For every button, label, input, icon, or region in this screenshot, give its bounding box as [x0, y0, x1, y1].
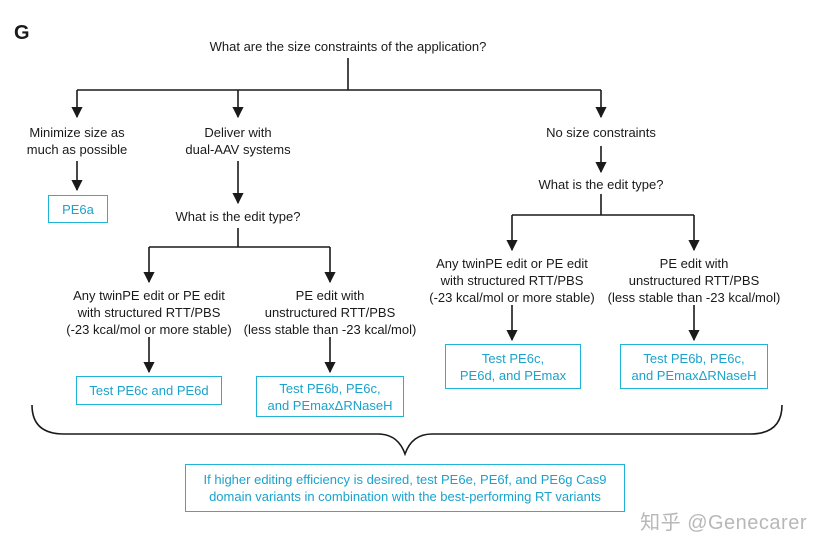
left-unstructured-option: PE edit with unstructured RTT/PBS (less …: [230, 287, 430, 338]
final-recommendation-line-1: If higher editing efficiency is desired,…: [203, 472, 607, 487]
right-structured-line-1: Any twinPE edit or PE edit: [436, 256, 588, 271]
edit-type-question-right: What is the edit type?: [538, 177, 664, 192]
result-right-structured-line-2: PE6d, and PEmax: [459, 367, 567, 383]
result-pe6a: PE6a: [48, 195, 108, 223]
result-right-structured: Test PE6c, PE6d, and PEmax: [445, 344, 581, 389]
result-right-unstructured-line-1: Test PE6b, PE6c,: [643, 350, 745, 366]
left-unstructured-line-1: PE edit with: [295, 288, 365, 303]
right-structured-line-3: (-23 kcal/mol or more stable): [429, 290, 595, 305]
dual-aav-line-1: Deliver with: [204, 125, 272, 140]
size-constraints-question: What are the size constraints of the app…: [209, 39, 487, 54]
panel-label: G: [14, 22, 30, 44]
result-left-unstructured-line-1: Test PE6b, PE6c,: [279, 380, 381, 396]
right-unstructured-line-2: unstructured RTT/PBS: [628, 273, 760, 288]
summary-brace: [31, 404, 783, 457]
result-right-structured-line-1: Test PE6c,: [481, 350, 545, 366]
right-structured-line-2: with structured RTT/PBS: [440, 273, 584, 288]
no-size-constraints-option: No size constraints: [546, 125, 656, 140]
left-structured-line-3: (-23 kcal/mol or more stable): [66, 322, 232, 337]
left-unstructured-line-2: unstructured RTT/PBS: [264, 305, 396, 320]
result-left-structured: Test PE6c and PE6d: [76, 376, 222, 405]
right-unstructured-line-3: (less stable than -23 kcal/mol): [607, 290, 781, 305]
final-recommendation: If higher editing efficiency is desired,…: [185, 464, 625, 512]
dual-aav-line-2: dual-AAV systems: [185, 142, 291, 157]
final-recommendation-line-2: domain variants in combination with the …: [209, 489, 601, 504]
watermark: 知乎 @Genecarer: [640, 512, 807, 534]
left-structured-line-2: with structured RTT/PBS: [77, 305, 221, 320]
edit-type-question-left: What is the edit type?: [175, 209, 301, 224]
left-structured-line-1: Any twinPE edit or PE edit: [73, 288, 225, 303]
result-left-unstructured: Test PE6b, PE6c, and PEmaxΔRNaseH: [256, 376, 404, 417]
right-unstructured-option: PE edit with unstructured RTT/PBS (less …: [594, 255, 794, 306]
result-right-unstructured-line-2: and PEmaxΔRNaseH: [631, 367, 757, 383]
dual-aav-option: Deliver with dual-AAV systems: [158, 124, 318, 158]
left-unstructured-line-3: (less stable than -23 kcal/mol): [243, 322, 417, 337]
minimize-size-line-2: much as possible: [26, 142, 128, 157]
right-structured-option: Any twinPE edit or PE edit with structur…: [407, 255, 617, 306]
right-unstructured-line-1: PE edit with: [659, 256, 729, 271]
minimize-size-option: Minimize size as much as possible: [2, 124, 152, 158]
result-right-unstructured: Test PE6b, PE6c, and PEmaxΔRNaseH: [620, 344, 768, 389]
minimize-size-line-1: Minimize size as: [29, 125, 125, 140]
result-left-unstructured-line-2: and PEmaxΔRNaseH: [267, 397, 393, 413]
left-structured-option: Any twinPE edit or PE edit with structur…: [44, 287, 254, 338]
